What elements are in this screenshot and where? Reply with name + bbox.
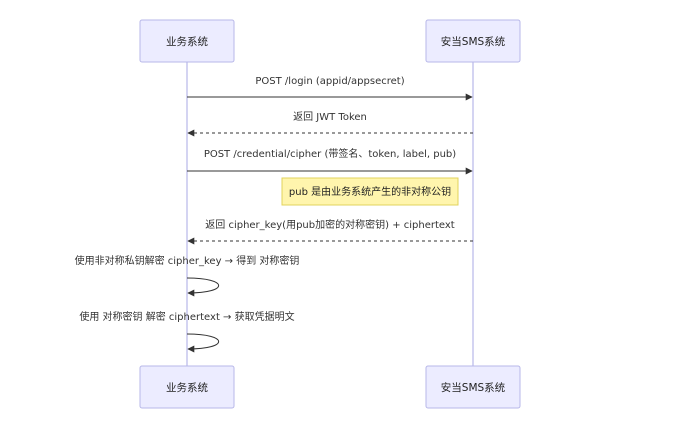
actor-label: 业务系统 [166,35,208,48]
message-4: 返回 cipher_key(用pub加密的对称密钥) + ciphertext [187,218,473,245]
self-message-2: 使用 对称密钥 解密 ciphertext → 获取凭据明文 [79,310,295,353]
actor-top-sms: 安当SMS系统 [425,19,521,63]
actor-label: 安当SMS系统 [441,35,506,48]
self-message-1: 使用非对称私钥解密 cipher_key → 得到 对称密钥 [75,254,300,297]
message-2: 返回 JWT Token [187,111,473,137]
message-label: POST /credential/cipher (带签名、token, labe… [204,147,456,160]
message-label: 返回 JWT Token [293,111,367,123]
message-label: 使用 对称密钥 解密 ciphertext → 获取凭据明文 [79,310,294,323]
message-label: 返回 cipher_key(用pub加密的对称密钥) + ciphertext [205,218,455,231]
actor-bottom-sms: 安当SMS系统 [425,365,521,409]
message-label: 使用非对称私钥解密 cipher_key → 得到 对称密钥 [75,254,300,267]
actor-bottom-biz: 业务系统 [139,365,235,409]
actor-label: 业务系统 [166,381,208,394]
note-text: pub 是由业务系统产生的非对称公钥 [289,185,451,198]
message-label: POST /login (appid/appsecret) [255,76,404,87]
actor-top-biz: 业务系统 [139,19,235,63]
actor-label: 安当SMS系统 [441,381,506,394]
message-1: POST /login (appid/appsecret) [187,76,473,101]
note: pub 是由业务系统产生的非对称公钥 [281,177,459,206]
message-3: POST /credential/cipher (带签名、token, labe… [187,147,473,175]
